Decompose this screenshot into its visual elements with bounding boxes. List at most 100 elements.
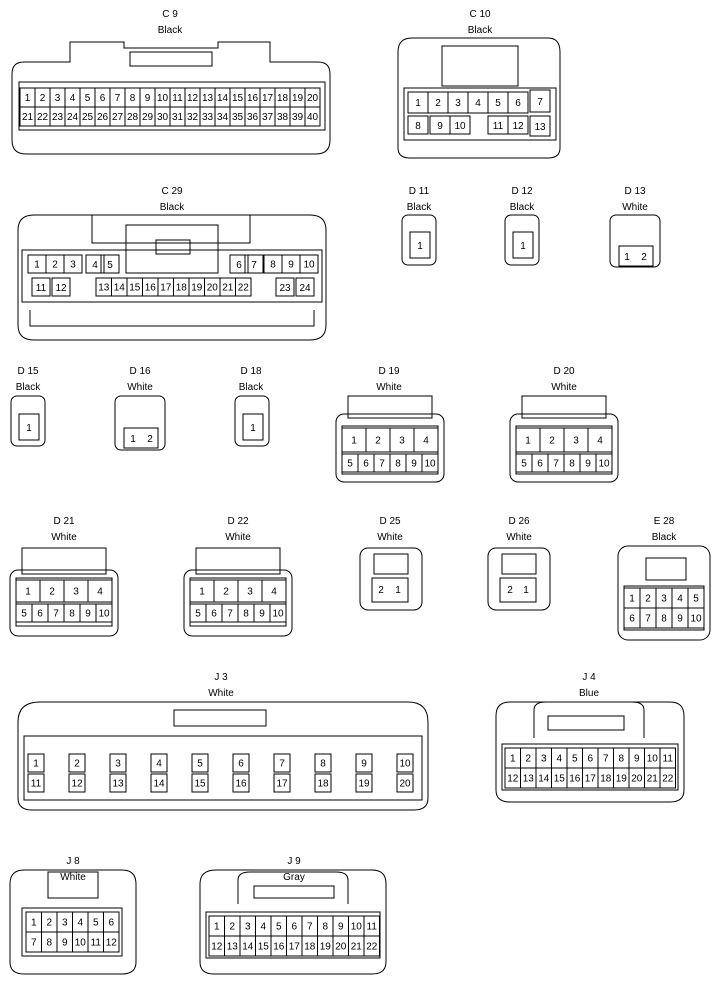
connector-j4-row-2-pin-label-18: 18	[600, 774, 612, 785]
connector-j3-row-2-pin-15	[191, 773, 209, 793]
connector-j9-row-1-pin-label-9: 9	[338, 922, 344, 933]
svg-text:2: 2	[378, 585, 384, 596]
svg-text:23: 23	[279, 283, 291, 294]
connector-j4-row-2-pin-label-22: 22	[662, 774, 674, 785]
connector-d22-row-2-pin-label-6: 6	[211, 609, 217, 620]
connector-c10-id: C 10	[469, 9, 491, 20]
connector-j3-pin-field	[23, 735, 423, 801]
connector-j4-color: Blue	[579, 688, 599, 699]
svg-text:4: 4	[92, 260, 98, 271]
connector-j9-row-2-pin-label-19: 19	[320, 942, 332, 953]
connector-c9-housing	[11, 41, 331, 155]
connector-d12-color: Black	[510, 202, 535, 213]
connector-d19-latch	[347, 395, 433, 419]
connector-c10-row-1-pin-label-3: 3	[455, 98, 461, 109]
connector-c9-row-1-pin-label-14: 14	[217, 93, 229, 104]
connector-d12: D 12 Black 1	[504, 186, 540, 266]
connector-j8-row-1-pin-label-2: 2	[46, 918, 52, 929]
connector-c9-row-2-pin-label-34: 34	[217, 112, 229, 123]
connector-e28-color: Black	[652, 532, 677, 543]
connector-j9-row-1-pin-label-5: 5	[276, 922, 282, 933]
connector-e28-row-1-pin-label-1: 1	[629, 594, 635, 605]
connector-c9-row-2-pin-label-31: 31	[172, 112, 184, 123]
connector-d20-color: White	[551, 382, 577, 393]
connector-d22-color: White	[225, 532, 251, 543]
connector-c9-row-1-pin-label-18: 18	[277, 93, 289, 104]
connector-d13-id: D 13	[624, 186, 646, 197]
connector-c9-row-1-pin-label-13: 13	[202, 93, 214, 104]
connector-j3-row-1-pin-8	[314, 753, 332, 773]
connector-c29-row-2-pin-22	[235, 277, 252, 297]
connector-c29-lower-rail	[29, 310, 315, 327]
connector-d20-row-2-pin-label-6: 6	[537, 459, 543, 470]
connector-d21-row-2-pin-label-9: 9	[85, 609, 91, 620]
connector-e28-row-2-pin-label-8: 8	[661, 614, 667, 625]
connector-d21-id: D 21	[53, 516, 75, 527]
connector-j9-row-1-pin-label-2: 2	[229, 922, 235, 933]
connector-d13: D 13 White 1 2	[609, 186, 661, 268]
svg-text:6: 6	[236, 260, 242, 271]
connector-c10-row-1-pin-6	[507, 91, 529, 114]
connector-j9-row-1-pin-label-1: 1	[214, 922, 220, 933]
connector-d21-row-1-pin-label-4: 4	[97, 587, 103, 598]
connector-d25-cavity	[371, 577, 409, 603]
connector-j4-row-2-pin-label-13: 13	[523, 774, 535, 785]
connector-d15-id: D 15	[17, 366, 39, 377]
connector-d13-color: White	[622, 202, 648, 213]
svg-text:2: 2	[507, 585, 513, 596]
connector-j9-row-2-pin-label-22: 22	[366, 942, 378, 953]
connector-j8-row-1-pin-label-3: 3	[62, 918, 68, 929]
connector-d19-row-2-pin-label-8: 8	[395, 459, 401, 470]
connector-c9-row-1-pin-label-1: 1	[25, 93, 31, 104]
connector-c29-row-2-pin-label-20: 20	[207, 283, 219, 294]
connector-j9-row-2-pin-label-21: 21	[351, 942, 363, 953]
svg-text:1: 1	[624, 252, 630, 263]
connector-j3-row-2-pin-label-15: 15	[194, 779, 206, 790]
connector-d12-housing	[504, 214, 540, 266]
connector-d22-row-2-pin-10	[269, 603, 287, 623]
connector-d22-row-2-pin-label-9: 9	[259, 609, 265, 620]
connector-c9-row-2-pin-label-33: 33	[202, 112, 214, 123]
connector-d19-row-2-pin-label-5: 5	[347, 459, 353, 470]
connector-c10-pin-7	[529, 89, 551, 113]
connector-j3-row-1-pin-7	[273, 753, 291, 773]
connector-c10-row-1-pin-label-5: 5	[495, 98, 501, 109]
connector-j4-row-2-pin-label-12: 12	[507, 774, 519, 785]
connector-c9-row-2-pin-40	[304, 106, 321, 127]
connector-j8-row-2-pin-label-8: 8	[46, 938, 52, 949]
connector-e28-row-2-pin-label-10: 10	[690, 614, 702, 625]
connector-d11-housing	[401, 214, 437, 266]
connector-c9-row-1-pin-label-7: 7	[115, 93, 121, 104]
connector-c10-row-1-pin-label-2: 2	[435, 98, 441, 109]
connector-c29-row-2-pin-label-17: 17	[160, 283, 172, 294]
connector-c29-row-1a-pin-label-2: 2	[52, 260, 58, 271]
connector-c9-row-2-pin-label-26: 26	[97, 112, 109, 123]
connector-d21-row-2-pin-10	[95, 603, 113, 623]
connector-j4-row-1-pin-label-8: 8	[618, 754, 624, 765]
connector-d16-color: White	[127, 382, 153, 393]
connector-c9-row-1-pin-label-5: 5	[85, 93, 91, 104]
connector-j4-row-1-pin-label-5: 5	[572, 754, 578, 765]
connector-d19-row-1-pin-4	[413, 427, 439, 453]
connector-j4-row-1-pin-label-3: 3	[541, 754, 547, 765]
connector-j3-row-1-pin-label-1: 1	[33, 759, 39, 770]
connector-c29-row-2-pin-label-18: 18	[176, 283, 188, 294]
connector-d20-housing	[509, 413, 619, 483]
connector-j4-id: J 4	[582, 672, 596, 683]
connector-d21-row-2-pin-label-8: 8	[69, 609, 75, 620]
connector-j3-row-1-pin-label-7: 7	[279, 759, 285, 770]
connector-j3-row-1-pin-label-5: 5	[197, 759, 203, 770]
connector-d26-housing	[487, 547, 551, 611]
connector-c9-row-2-pin-label-22: 22	[37, 112, 49, 123]
connector-j9-latch	[237, 871, 349, 904]
connector-c29-row-2-pin-label-14: 14	[114, 283, 126, 294]
connector-j3-color: White	[208, 688, 234, 699]
connector-c9-pin-field	[18, 81, 326, 131]
connector-d13-housing	[609, 214, 661, 268]
